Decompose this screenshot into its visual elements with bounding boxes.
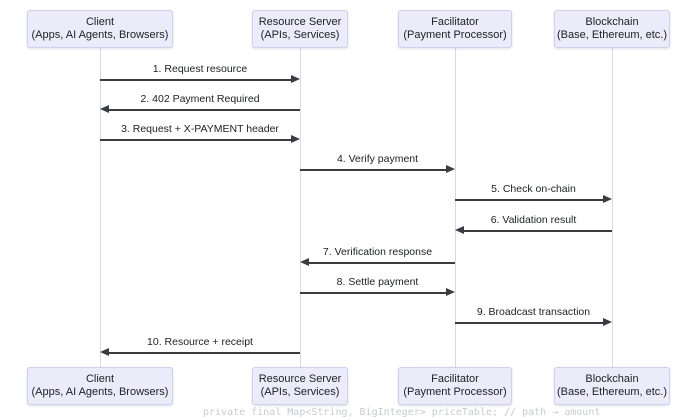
actor-box-blockchain-top: Blockchain(Base, Ethereum, etc.) <box>554 10 670 48</box>
message-arrow-line <box>455 322 604 324</box>
arrowhead-icon <box>603 195 612 204</box>
message-arrow-line <box>100 79 292 81</box>
message-label: 6. Validation result <box>487 214 580 227</box>
arrowhead-icon <box>455 226 464 235</box>
message-arrow-line <box>108 352 300 354</box>
actor-subtitle: (Base, Ethereum, etc.) <box>556 386 668 398</box>
message-arrow-line <box>100 139 292 141</box>
arrowhead-icon <box>291 75 300 84</box>
arrowhead-icon <box>446 165 455 174</box>
message-arrow-line <box>308 262 455 264</box>
arrowhead-icon <box>291 135 300 144</box>
actor-name: Resource Server <box>258 16 342 28</box>
actor-box-blockchain-bottom: Blockchain(Base, Ethereum, etc.) <box>554 367 670 405</box>
message-arrow-line <box>108 109 300 111</box>
message-label: 4. Verify payment <box>333 153 422 166</box>
lifeline-resource-server <box>299 48 301 367</box>
actor-name: Blockchain <box>585 16 639 28</box>
actor-box-facilitator-bottom: Facilitator(Payment Processor) <box>398 367 512 405</box>
message-label: 2. 402 Payment Required <box>137 93 263 106</box>
message-label: 7. Verification response <box>319 246 436 259</box>
actor-subtitle: (Payment Processor) <box>403 386 507 398</box>
actor-subtitle: (Apps, AI Agents, Browsers) <box>31 386 169 398</box>
actor-box-resource-server-bottom: Resource Server(APIs, Services) <box>252 367 348 405</box>
message-arrow-line <box>463 230 612 232</box>
actor-name: Facilitator <box>431 373 479 385</box>
actor-subtitle: (Payment Processor) <box>403 29 507 41</box>
lifeline-client <box>99 48 101 367</box>
message-label: 3. Request + X-PAYMENT header <box>118 123 282 136</box>
actor-box-resource-server-top: Resource Server(APIs, Services) <box>252 10 348 48</box>
actor-subtitle: (APIs, Services) <box>260 29 340 41</box>
lifeline-facilitator <box>454 48 456 367</box>
actor-subtitle: (Apps, AI Agents, Browsers) <box>31 29 169 41</box>
arrowhead-icon <box>100 105 109 114</box>
message-label: 10. Resource + receipt <box>144 336 256 349</box>
actor-box-client-bottom: Client(Apps, AI Agents, Browsers) <box>27 367 173 405</box>
actor-box-facilitator-top: Facilitator(Payment Processor) <box>398 10 512 48</box>
arrowhead-icon <box>100 348 109 357</box>
background-clipped-code-text: private final Map<String, BigInteger> pr… <box>203 407 601 417</box>
actor-name: Client <box>85 373 115 385</box>
lifeline-blockchain <box>611 48 613 367</box>
actor-name: Facilitator <box>431 16 479 28</box>
message-arrow-line <box>300 169 447 171</box>
actor-name: Client <box>85 16 115 28</box>
actor-box-client-top: Client(Apps, AI Agents, Browsers) <box>27 10 173 48</box>
message-label: 5. Check on-chain <box>488 183 579 196</box>
arrowhead-icon <box>603 318 612 327</box>
actor-name: Blockchain <box>585 373 639 385</box>
message-label: 1. Request resource <box>149 63 251 76</box>
actor-name: Resource Server <box>258 373 342 385</box>
actor-subtitle: (Base, Ethereum, etc.) <box>556 29 668 41</box>
actor-subtitle: (APIs, Services) <box>260 386 340 398</box>
arrowhead-icon <box>446 288 455 297</box>
message-label: 9. Broadcast transaction <box>473 306 594 319</box>
arrowhead-icon <box>300 258 309 267</box>
message-label: 8. Settle payment <box>333 276 422 289</box>
message-arrow-line <box>300 292 447 294</box>
message-arrow-line <box>455 199 604 201</box>
